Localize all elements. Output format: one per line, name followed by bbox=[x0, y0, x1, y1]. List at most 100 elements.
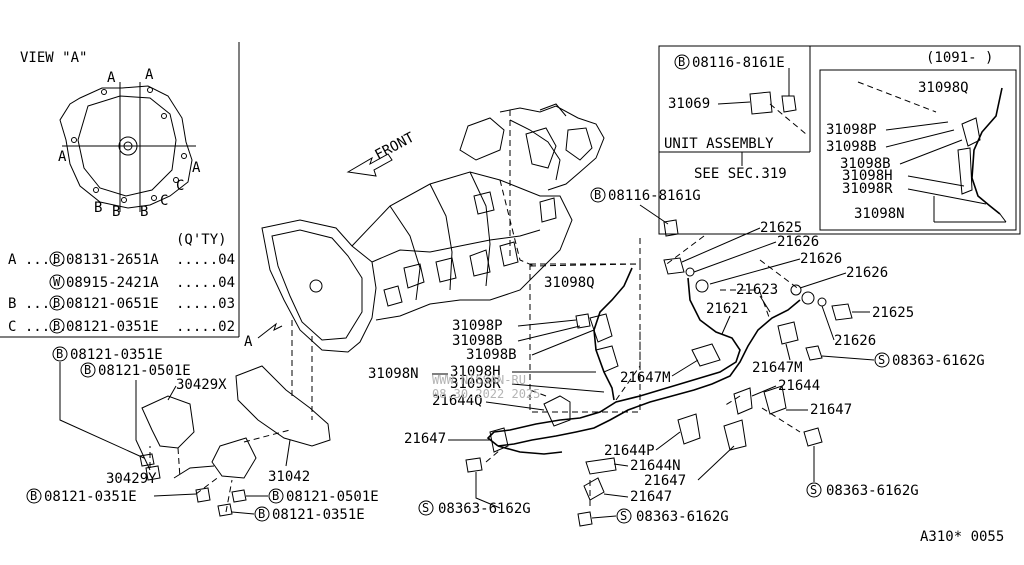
part-label: 21626 bbox=[777, 234, 819, 250]
bolt-icon bbox=[577, 511, 593, 527]
bolt-icon bbox=[781, 95, 797, 113]
inset-range: (1091- ) bbox=[926, 50, 993, 66]
fitting-icon bbox=[663, 257, 685, 275]
inset-part-label: 31098B bbox=[826, 139, 877, 155]
part-label: 21647M bbox=[620, 370, 671, 386]
svg-text:B: B bbox=[272, 489, 279, 503]
part-label: 08363-6162G bbox=[826, 483, 919, 499]
svg-text:B: B bbox=[53, 296, 60, 310]
svg-text:S: S bbox=[810, 483, 817, 497]
leader-dashes bbox=[149, 110, 801, 513]
svg-text:S: S bbox=[422, 501, 429, 515]
diagram-code: A310* 0055 bbox=[920, 529, 1004, 545]
part-label: 21626 bbox=[834, 333, 876, 349]
svg-text:08131-2651A: 08131-2651A bbox=[66, 252, 159, 268]
clamp-icon bbox=[691, 343, 721, 367]
part-label: 08121-0351E bbox=[44, 489, 137, 505]
part-label: 21626 bbox=[800, 251, 842, 267]
part-label: 21647 bbox=[644, 473, 686, 489]
clamp-icon bbox=[723, 419, 747, 451]
view-a-letter: A bbox=[58, 149, 67, 165]
fittings bbox=[139, 219, 853, 527]
part-label: 31042 bbox=[268, 469, 310, 485]
part-label: 21625 bbox=[760, 220, 802, 236]
bolt-icon bbox=[805, 345, 823, 361]
part-label: 31098Q bbox=[544, 275, 595, 291]
clamp-icon bbox=[677, 413, 701, 445]
svg-text:B: B bbox=[53, 252, 60, 266]
see-sec-label: SEE SEC.319 bbox=[694, 166, 787, 182]
bolt-icon bbox=[575, 313, 591, 329]
inset-part-label: 31098Q bbox=[918, 80, 969, 96]
clamp-icon bbox=[585, 457, 617, 475]
part-label: 31098N bbox=[368, 366, 419, 382]
svg-text:.....04: .....04 bbox=[176, 275, 235, 291]
bracket-30429x bbox=[141, 395, 195, 449]
washer-icon bbox=[685, 267, 695, 277]
inset-box: B 08116-8161E 31069 UNIT ASSEMBLY SEE SE… bbox=[658, 45, 1021, 235]
view-a-letter: C bbox=[160, 193, 168, 209]
bolt-icon bbox=[195, 487, 211, 503]
bolt-icon bbox=[803, 427, 823, 447]
part-label: 08121-0501E bbox=[98, 363, 191, 379]
svg-text:B: B bbox=[53, 319, 60, 333]
part-label: 08116-8161G bbox=[608, 188, 701, 204]
inset-part-label: 31098B bbox=[840, 156, 891, 172]
washer-icon bbox=[695, 279, 709, 293]
view-a-title: VIEW "A" bbox=[20, 50, 87, 66]
part-label: 21647 bbox=[810, 402, 852, 418]
clamp-icon bbox=[543, 395, 571, 427]
part-label: 31098B bbox=[466, 347, 517, 363]
bolt-label: 31069 bbox=[668, 96, 710, 112]
front-label: FRONT bbox=[372, 129, 417, 163]
svg-text:.....02: .....02 bbox=[176, 319, 235, 335]
view-a-letter: B bbox=[112, 204, 120, 220]
clamp-icon bbox=[733, 387, 753, 415]
part-label: 31098R bbox=[450, 376, 501, 392]
part-label: 21621 bbox=[706, 301, 748, 317]
svg-text:S: S bbox=[878, 353, 885, 367]
part-label: 08363-6162G bbox=[438, 501, 531, 517]
watermark: WWW.NISSAN-RU 08.30.2022 2025 bbox=[432, 373, 540, 401]
view-a-letter: A bbox=[145, 67, 154, 83]
bolt-icon bbox=[231, 489, 247, 503]
clamp-icon bbox=[489, 427, 509, 453]
svg-text:08121-0351E: 08121-0351E bbox=[66, 319, 159, 335]
svg-text:W: W bbox=[53, 275, 61, 289]
svg-text:08121-0651E: 08121-0651E bbox=[66, 296, 159, 312]
view-a-letter: B bbox=[140, 204, 148, 220]
part-label: 08363-6162G bbox=[892, 353, 985, 369]
badge-b: B bbox=[678, 55, 685, 69]
part-label: 21623 bbox=[736, 282, 778, 298]
svg-text:B: B bbox=[594, 188, 601, 202]
inset-part-label: 31098P bbox=[826, 122, 877, 138]
bell-housing-inner bbox=[77, 95, 177, 197]
clamps bbox=[489, 321, 799, 501]
qty-row: B ..... B 08121-0651E .....03 bbox=[8, 295, 235, 312]
part-label: 08121-0501E bbox=[286, 489, 379, 505]
inset-part-label: 31098R bbox=[842, 181, 893, 197]
part-label: 21625 bbox=[872, 305, 914, 321]
dust-cover bbox=[235, 365, 331, 447]
part-label: 21644Q bbox=[432, 393, 483, 409]
svg-text:.....03: .....03 bbox=[176, 296, 235, 312]
view-a-letter: A bbox=[107, 70, 116, 86]
bolt-icon bbox=[217, 503, 233, 517]
qty-row: C ..... B 08121-0351E .....02 bbox=[8, 318, 235, 335]
part-label: 21644 bbox=[778, 378, 820, 394]
arrow-a-label: A bbox=[244, 334, 253, 350]
oil-cooler-tubes bbox=[486, 277, 801, 455]
part-label: 31098P bbox=[452, 318, 503, 334]
part-label: 21626 bbox=[846, 265, 888, 281]
clamp-icon bbox=[777, 321, 799, 345]
part-label: 21647 bbox=[404, 431, 446, 447]
svg-text:B: B bbox=[56, 347, 63, 361]
front-arrow-icon bbox=[346, 153, 393, 177]
part-label: 21647 bbox=[630, 489, 672, 505]
bracket-30429y bbox=[211, 437, 257, 479]
bracket-icon bbox=[749, 91, 773, 115]
washer-icon bbox=[801, 291, 815, 305]
clamp-icon bbox=[763, 385, 787, 415]
